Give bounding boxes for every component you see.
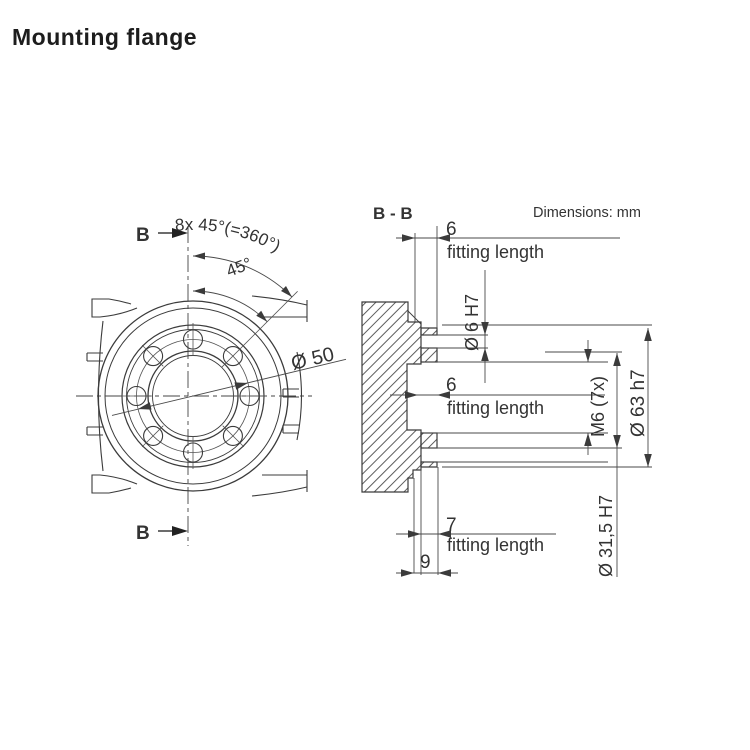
- dim-bolt-pattern-angle-text: 8x 45°(=360°): [174, 215, 284, 256]
- body-outline-right: [251, 295, 308, 497]
- section-view: [361, 226, 652, 577]
- section-dimension-lines: [390, 237, 649, 577]
- dim-fit-top-value: 6: [446, 219, 457, 240]
- 45deg-reference-line: [221, 291, 298, 368]
- dim-dowel-hole: Ø 6 H7: [462, 294, 482, 351]
- dim-spigot: Ø 63 h7: [628, 369, 649, 437]
- units-note: Dimensions: mm: [533, 205, 641, 221]
- section-arrows: [158, 228, 188, 536]
- dim-fit-bottom-label: fitting length: [447, 535, 544, 555]
- section-title: B - B: [373, 204, 413, 223]
- dim-bore: Ø 31,5 H7: [596, 495, 616, 577]
- dim-bolt-circle: Ø 50: [289, 343, 336, 375]
- dim-hole-angle: 45°: [224, 254, 255, 281]
- bolt-holes: [120, 291, 298, 469]
- flange-plate-section: [420, 327, 438, 468]
- cut-label-bottom: B: [136, 523, 150, 544]
- cut-label-top: B: [136, 225, 150, 246]
- dim-total-depth: 9: [420, 552, 431, 573]
- dim-fit-mid-label: fitting length: [447, 398, 544, 418]
- machine-body-section: [361, 301, 422, 493]
- dim-thread: M6 (7x): [588, 376, 608, 437]
- bolt-circle-dimension: [111, 358, 347, 416]
- dim-fit-mid-value: 6: [446, 375, 457, 396]
- page-title: Mounting flange: [12, 24, 198, 50]
- angle-arrowheads: [193, 252, 292, 322]
- section-arrowheads: [401, 234, 652, 577]
- dim-fit-bottom-value: 7: [446, 515, 457, 536]
- centerlines: [76, 226, 312, 546]
- dim-bolt-pattern-angle: 8x 45°(=360°): [174, 215, 284, 256]
- front-view: [76, 226, 347, 546]
- dim-fit-top-label: fitting length: [447, 242, 544, 262]
